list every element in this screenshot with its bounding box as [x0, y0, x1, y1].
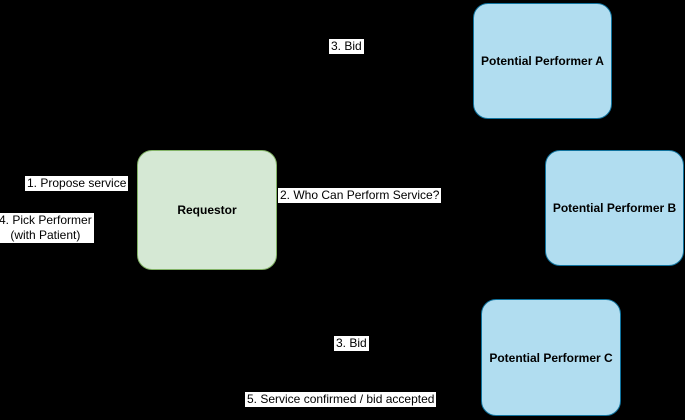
node-potential-performer-b-label: Potential Performer B	[552, 201, 677, 215]
node-requestor-label: Requestor	[177, 203, 237, 217]
node-requestor: Requestor	[137, 150, 277, 270]
node-potential-performer-a: Potential Performer A	[473, 3, 612, 119]
node-potential-performer-c: Potential Performer C	[481, 299, 621, 416]
edge-bid-c	[254, 269, 482, 358]
node-potential-performer-b: Potential Performer B	[545, 150, 684, 266]
edge-label-service-confirmed: 5. Service confirmed / bid accepted	[245, 392, 437, 407]
edge-label-bid-performer-c: 3. Bid	[334, 336, 369, 351]
edge-label-propose-service: 1. Propose service	[25, 176, 129, 191]
edge-label-who-can-perform: 2. Who Can Perform Service?	[278, 188, 442, 203]
node-potential-performer-c-label: Potential Performer C	[489, 350, 613, 365]
edge-propose-service	[9, 195, 138, 201]
node-potential-performer-a-label: Potential Performer A	[481, 54, 604, 68]
edge-bid-a	[244, 60, 474, 151]
edge-label-bid-performer-a: 3. Bid	[329, 39, 364, 54]
edge-label-pick-performer: 4. Pick Performer (with Patient)	[0, 213, 94, 243]
edge-service-confirmed	[209, 269, 491, 400]
